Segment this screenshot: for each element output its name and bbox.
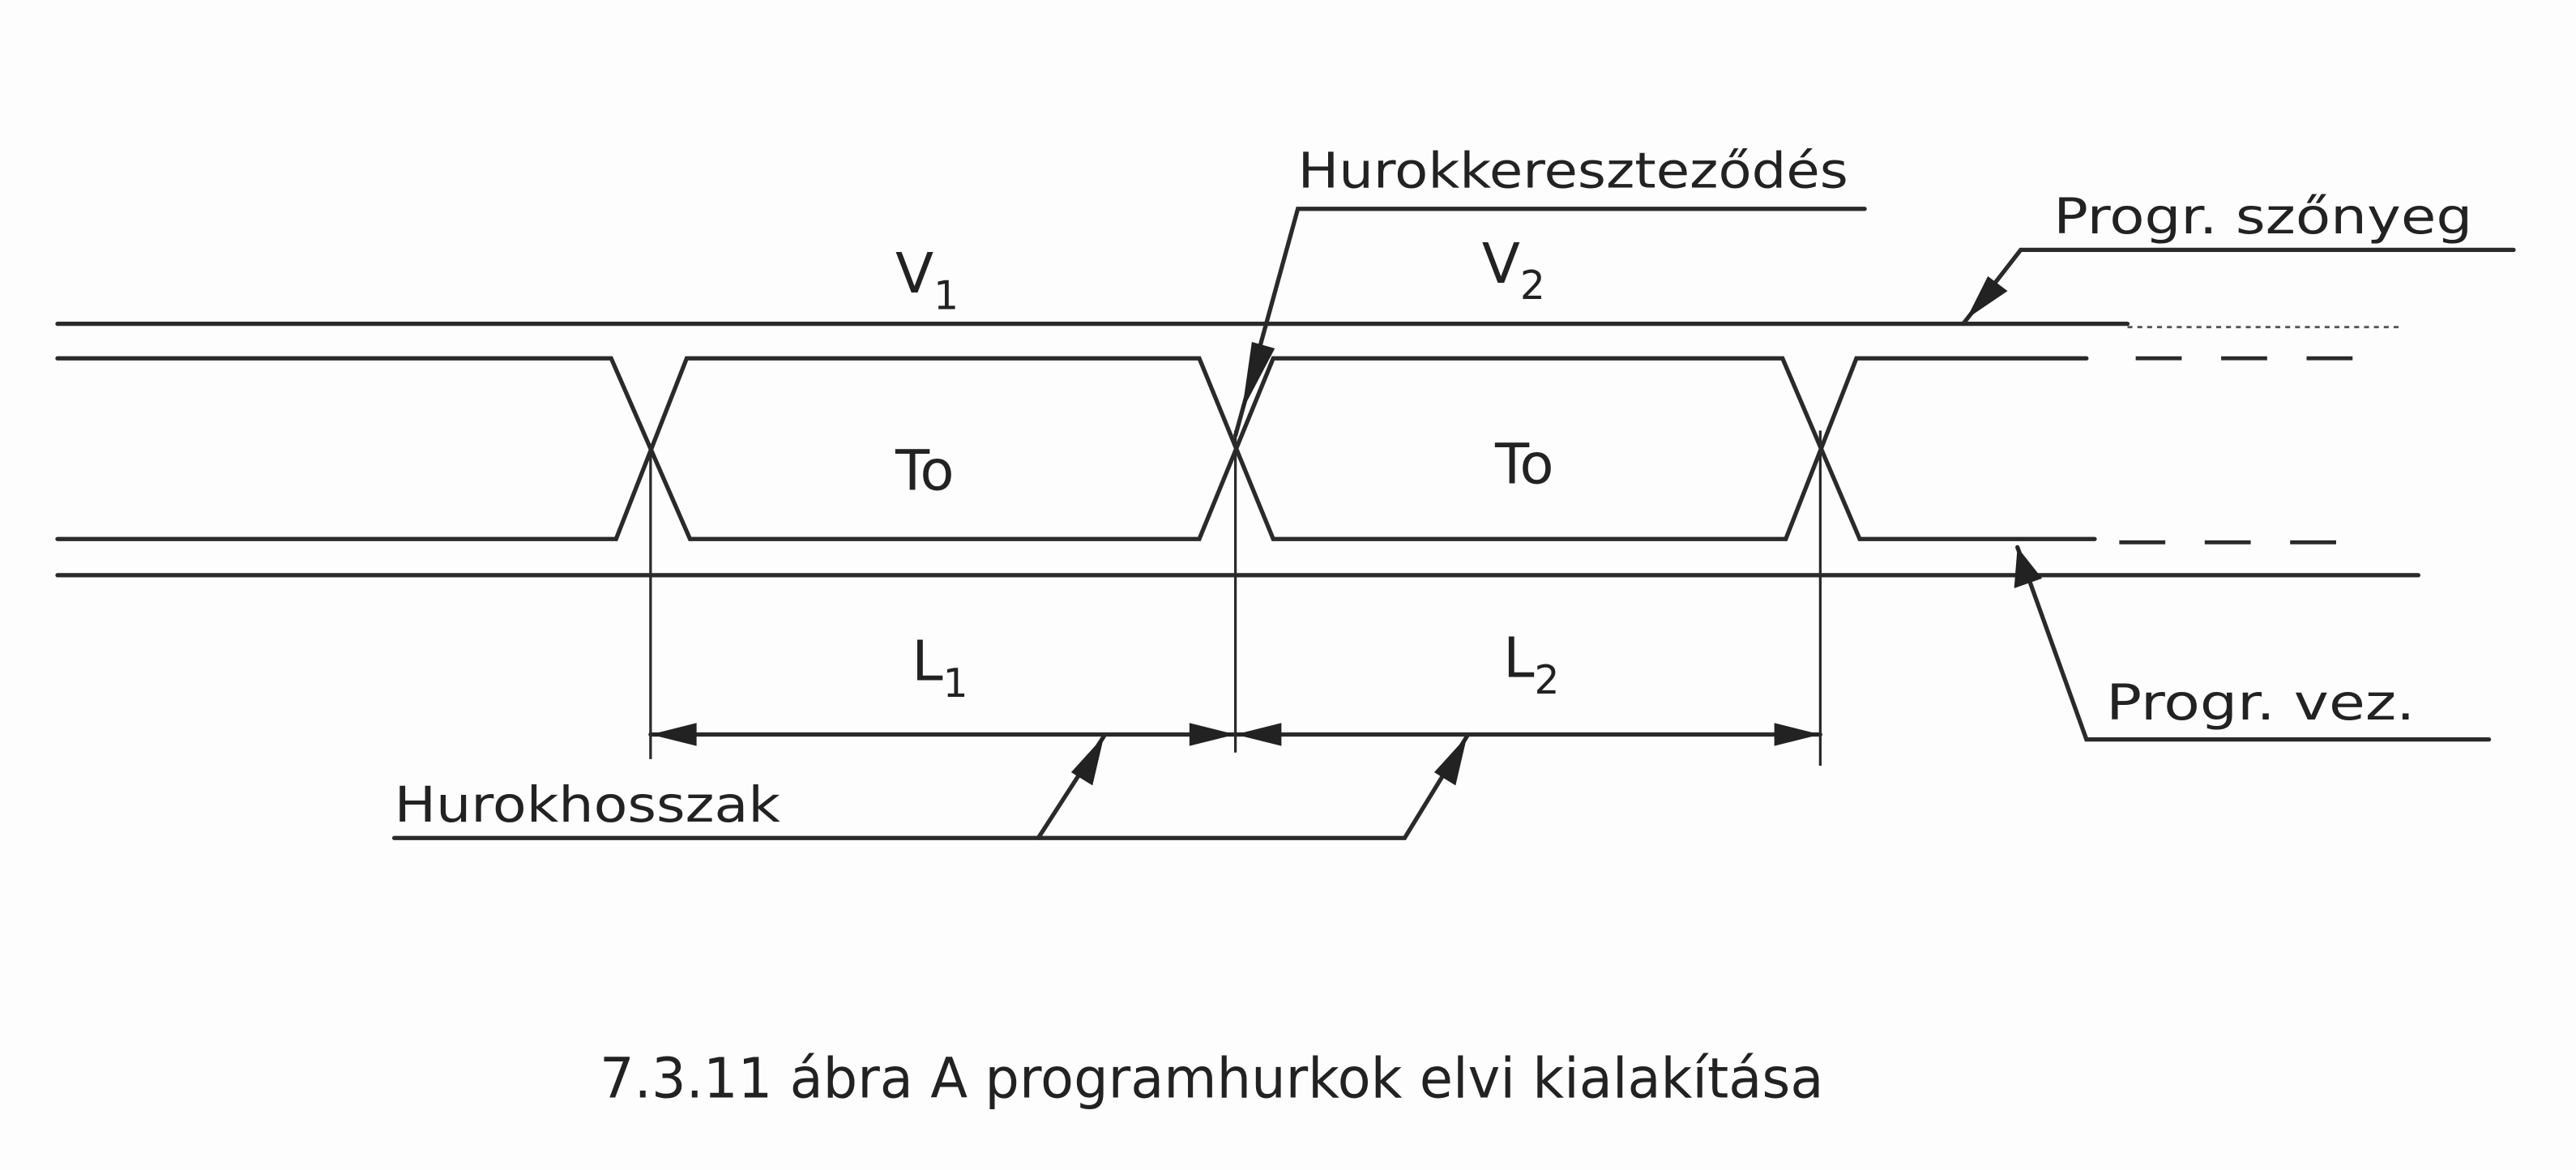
dimension-extension-lines <box>649 430 1822 766</box>
crossing-label: Hurokkereszteződés <box>1298 143 1848 199</box>
v1-label: V1 <box>895 241 959 318</box>
arrow-icon <box>2014 547 2043 589</box>
arrow-icon <box>1241 341 1275 412</box>
loop-lengths-callout: Hurokhosszak <box>391 733 1470 840</box>
carpet-line <box>55 322 2399 329</box>
l1-label: L1 <box>912 630 968 707</box>
crossing-callout: Hurokkereszteződés <box>1232 143 1867 438</box>
t0-label-1: To <box>895 438 955 503</box>
arrow-icon <box>1966 275 2008 319</box>
dimension-l1 <box>648 723 1238 746</box>
figure-caption: 7.3.11 ábra A programhurkok elvi kialakí… <box>600 1047 1823 1112</box>
dimension-l2 <box>1232 723 1823 746</box>
loop-lengths-label: Hurokhosszak <box>395 777 781 834</box>
wire-callout: Progr. vez. <box>2014 544 2492 742</box>
l2-label: L2 <box>1503 626 1559 703</box>
carpet-label: Progr. szőnyeg <box>2053 189 2472 246</box>
carpet-callout: Progr. szőnyeg <box>1961 189 2516 327</box>
v2-label: V2 <box>1482 232 1545 309</box>
loop-wire-lower <box>55 356 2382 541</box>
wire-label: Progr. vez. <box>2106 675 2415 732</box>
loop-wire-upper <box>55 356 2342 544</box>
t0-label-2: To <box>1494 432 1554 497</box>
arrow-icon <box>1433 736 1467 786</box>
arrow-icon <box>1070 736 1104 786</box>
